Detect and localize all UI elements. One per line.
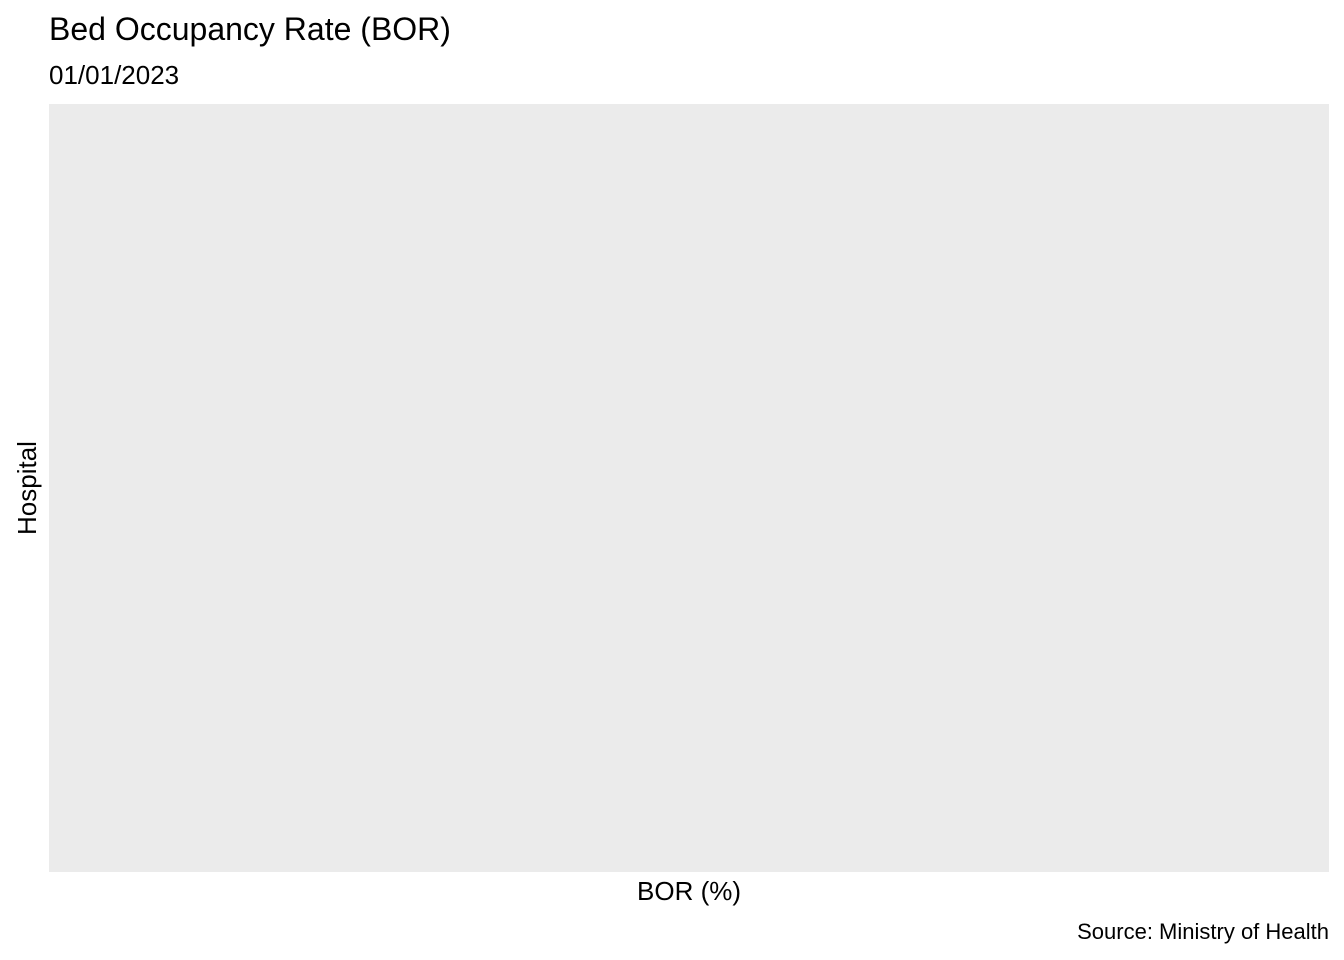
x-axis-label: BOR (%) xyxy=(637,876,741,906)
y-axis-label: Hospital xyxy=(12,441,42,535)
plot-panel xyxy=(49,104,1329,872)
chart-title: Bed Occupancy Rate (BOR) xyxy=(49,11,451,47)
chart-caption: Source: Ministry of Health xyxy=(1077,919,1329,944)
plot-area xyxy=(49,104,1329,872)
chart-subtitle: 01/01/2023 xyxy=(49,60,180,90)
